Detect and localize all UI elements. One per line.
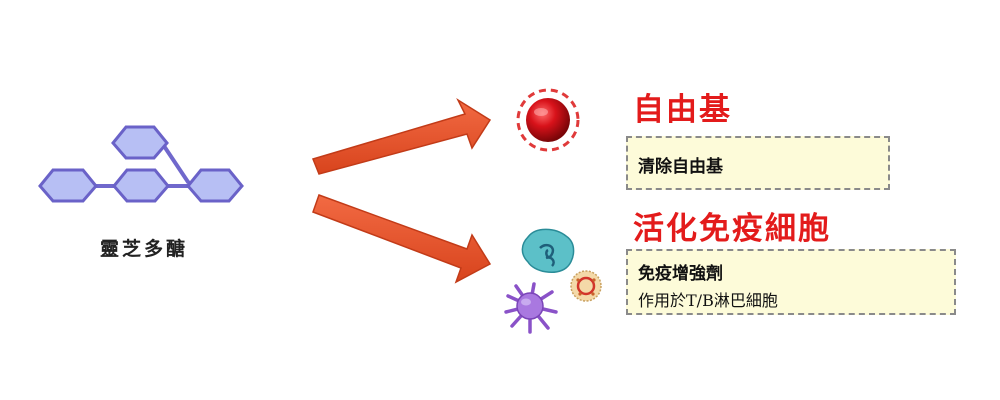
dendritic-body bbox=[516, 292, 544, 320]
macrophage-nucleus bbox=[539, 243, 555, 267]
free-radical-heading: 自由基 bbox=[633, 92, 732, 128]
sugar-ring-top bbox=[111, 125, 169, 160]
lymphocyte-nucleus bbox=[576, 276, 596, 296]
granule bbox=[591, 292, 595, 296]
arrow-up-right-icon bbox=[311, 97, 492, 175]
dendritic-highlight bbox=[521, 298, 531, 306]
free-radical-icon bbox=[516, 88, 580, 152]
free-radical-ball bbox=[526, 98, 570, 142]
sugar-ring-left bbox=[38, 168, 98, 203]
free-radical-box-title: 清除自由基 bbox=[638, 157, 723, 177]
arrow-down-right-icon bbox=[312, 194, 492, 284]
polysaccharide-label: 靈芝多醣 bbox=[100, 238, 189, 260]
free-radical-box: 清除自由基 bbox=[626, 136, 890, 190]
immune-box: 免疫增強劑 作用於T/B淋巴細胞 bbox=[626, 249, 956, 315]
polysaccharide-structure-icon bbox=[38, 125, 244, 203]
granule bbox=[576, 278, 580, 282]
sugar-ring-right bbox=[186, 168, 244, 203]
bond-line bbox=[160, 141, 197, 188]
granule bbox=[578, 292, 582, 296]
immune-box-subtitle: 作用於T/B淋巴細胞 bbox=[638, 291, 778, 310]
free-radical-highlight bbox=[534, 108, 548, 116]
lymphocyte-body bbox=[570, 270, 602, 302]
granule bbox=[592, 278, 596, 282]
lymphocyte-cell-icon bbox=[570, 270, 602, 302]
immune-box-title: 免疫增強劑 bbox=[638, 264, 723, 284]
free-radical-halo bbox=[516, 88, 580, 152]
dendritic-cell-icon bbox=[504, 282, 558, 334]
macrophage-cell-icon bbox=[521, 228, 575, 274]
sugar-ring-middle bbox=[112, 168, 170, 203]
immune-heading: 活化免疫細胞 bbox=[633, 211, 831, 247]
